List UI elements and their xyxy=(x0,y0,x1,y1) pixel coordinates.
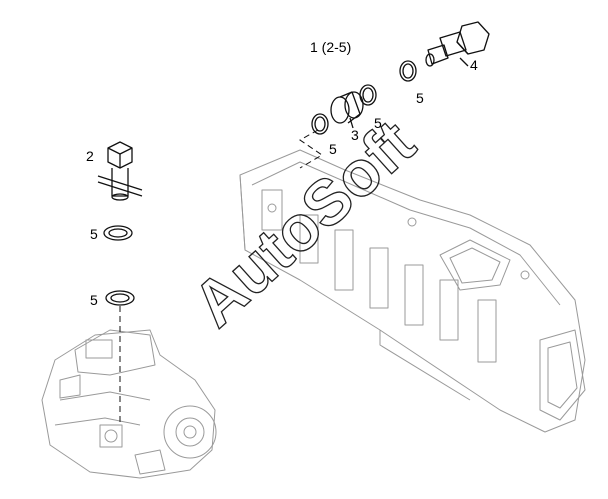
hollow-screw-part-2 xyxy=(97,141,143,201)
sealing-washer-top xyxy=(399,60,417,82)
callout-4: 4 xyxy=(470,57,478,73)
sleeve-part-3 xyxy=(330,91,364,124)
callout-5-sleeve-washer: 5 xyxy=(374,115,382,131)
callout-5-screw-upper: 5 xyxy=(90,226,98,242)
manifold-housing xyxy=(239,149,586,433)
callout-5-bolt-washer: 5 xyxy=(416,90,424,106)
callout-3: 3 xyxy=(351,127,359,143)
sealing-washer-screw-upper xyxy=(103,225,133,241)
leader-3 xyxy=(349,117,354,129)
pump-housing xyxy=(41,329,217,479)
assembly-path-upper xyxy=(299,129,323,169)
callout-2: 2 xyxy=(86,148,94,164)
watermark-logo: AutoSoft xyxy=(179,106,428,340)
leader-4 xyxy=(459,57,469,67)
callout-5-screw-lower: 5 xyxy=(90,292,98,308)
assembly-label: 1 (2-5) xyxy=(310,39,351,55)
sealing-washer-sleeve-left xyxy=(311,113,329,135)
sealing-washer-screw-lower xyxy=(105,290,135,306)
callout-5-manifold: 5 xyxy=(329,141,337,157)
sealing-washer-sleeve-right xyxy=(359,84,377,106)
banjo-bolt-part-4 xyxy=(425,21,490,67)
